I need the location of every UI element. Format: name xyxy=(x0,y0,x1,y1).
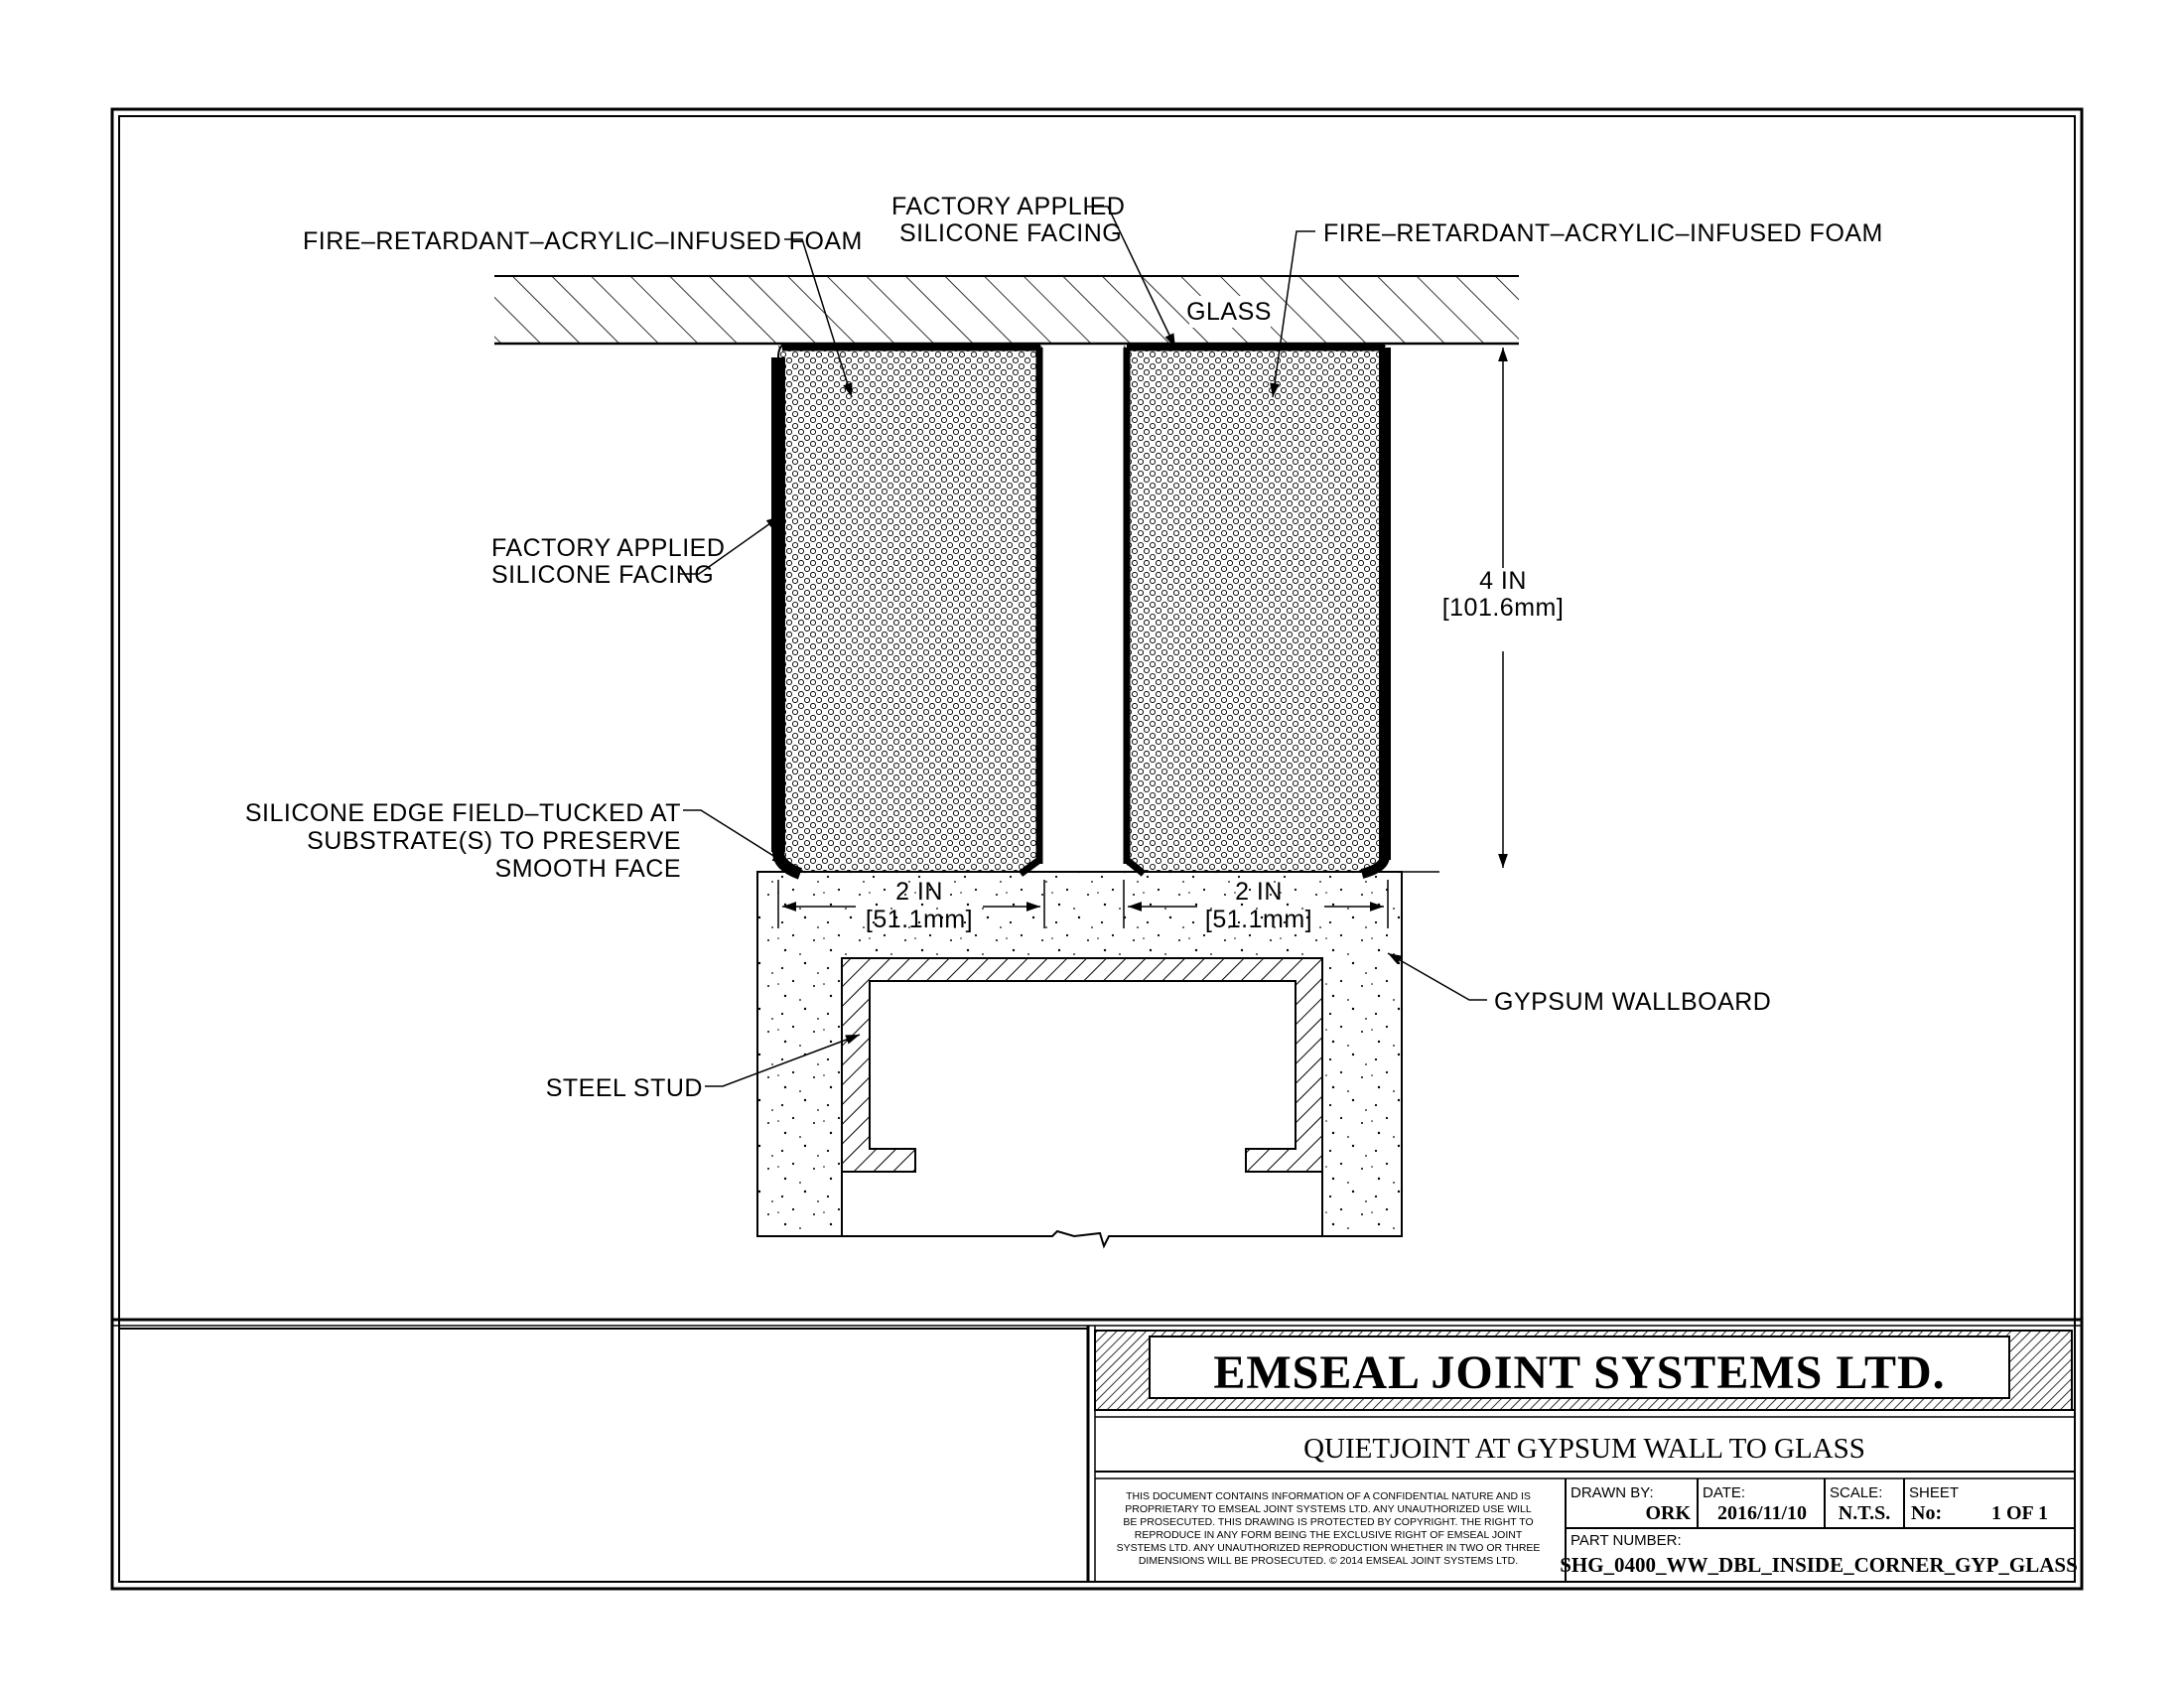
facing-top-line1: FACTORY APPLIED xyxy=(891,193,1125,220)
scale-value: N.T.S. xyxy=(1839,1502,1890,1524)
facing-top-line2: SILICONE FACING xyxy=(899,219,1122,247)
height-dimension: 4 IN [101.6mm] xyxy=(1388,343,1565,873)
outer-border xyxy=(110,107,2084,1591)
date-value: 2016/11/10 xyxy=(1717,1502,1807,1524)
callout-facing-left: FACTORY APPLIED SILICONE FACING xyxy=(491,515,781,589)
right-width-value: 2 IN xyxy=(1235,878,1283,906)
date-label: DATE: xyxy=(1703,1484,1745,1501)
facing-left-line2: SILICONE FACING xyxy=(491,561,714,589)
foam-seal-right xyxy=(1123,344,1391,879)
disclaimer-line4: REPRODUCE IN ANY FORM BEING THE EXCLUSIV… xyxy=(1135,1529,1523,1541)
drawn-by-value: ORK xyxy=(1645,1502,1691,1524)
scale-label: SCALE: xyxy=(1830,1484,1882,1501)
height-dimension-value: 4 IN xyxy=(1479,567,1527,595)
callout-silicone-edge: SILICONE EDGE FIELD–TUCKED AT SUBSTRATE(… xyxy=(245,799,787,883)
drawn-by-label: DRAWN BY: xyxy=(1570,1484,1654,1501)
drawing-title: QUIETJOINT AT GYPSUM WALL TO GLASS xyxy=(1303,1433,1865,1465)
left-width-metric: [51.1mm] xyxy=(866,906,973,933)
company-name: EMSEAL JOINT SYSTEMS LTD. xyxy=(1213,1346,1945,1399)
steel-stud xyxy=(841,957,1323,1173)
disclaimer-line3: BE PROSECUTED. THIS DRAWING IS PROTECTED… xyxy=(1123,1516,1533,1528)
height-dimension-metric: [101.6mm] xyxy=(1442,594,1565,622)
left-width-dimension: 2 IN [51.1mm] xyxy=(777,878,1045,933)
callout-steel-stud: STEEL STUD xyxy=(546,1034,861,1102)
title-block: EMSEAL JOINT SYSTEMS LTD. QUIETJOINT AT … xyxy=(118,1326,2078,1583)
facing-left-line1: FACTORY APPLIED xyxy=(491,534,725,562)
part-number-value: SHG_0400_WW_DBL_INSIDE_CORNER_GYP_GLASS xyxy=(1560,1553,2078,1577)
foam-left-label: FIRE–RETARDANT–ACRYLIC–INFUSED FOAM xyxy=(303,227,863,255)
callout-foam-left: FIRE–RETARDANT–ACRYLIC–INFUSED FOAM xyxy=(303,227,863,398)
part-number-label: PART NUMBER: xyxy=(1570,1532,1682,1549)
disclaimer-line1: THIS DOCUMENT CONTAINS INFORMATION OF A … xyxy=(1126,1490,1531,1502)
foam-right-label: FIRE–RETARDANT–ACRYLIC–INFUSED FOAM xyxy=(1323,219,1883,247)
left-width-value: 2 IN xyxy=(895,878,943,906)
stud-label: STEEL STUD xyxy=(546,1074,703,1102)
edge-line1: SILICONE EDGE FIELD–TUCKED AT xyxy=(245,799,681,827)
callout-gypsum: GYPSUM WALLBOARD xyxy=(1387,952,1771,1016)
edge-line3: SMOOTH FACE xyxy=(495,855,681,883)
disclaimer-line6: DIMENSIONS WILL BE PROSECUTED. © 2014 EM… xyxy=(1139,1555,1518,1567)
right-width-dimension: 2 IN [51.1mm] xyxy=(1123,878,1389,933)
gypsum-label: GYPSUM WALLBOARD xyxy=(1494,988,1771,1016)
foam-seal-left xyxy=(771,343,1043,880)
sheet-value: 1 OF 1 xyxy=(1991,1502,2048,1524)
disclaimer-line5: SYSTEMS LTD. ANY UNAUTHORIZED REPRODUCTI… xyxy=(1117,1542,1541,1554)
callout-facing-top: FACTORY APPLIED SILICONE FACING xyxy=(891,193,1176,349)
disclaimer-line2: PROPRIETARY TO EMSEAL JOINT SYSTEMS LTD.… xyxy=(1125,1503,1532,1515)
sheet-no-label: No: xyxy=(1911,1502,1942,1524)
glass-label: GLASS xyxy=(1186,298,1272,326)
edge-line2: SUBSTRATE(S) TO PRESERVE xyxy=(307,827,681,855)
callout-foam-right: FIRE–RETARDANT–ACRYLIC–INFUSED FOAM xyxy=(1270,219,1883,398)
sheet-label: SHEET xyxy=(1909,1484,1959,1501)
right-width-metric: [51.1mm] xyxy=(1205,906,1312,933)
inner-border xyxy=(118,115,2076,1583)
glass-panel: GLASS xyxy=(494,275,1519,346)
notes-panel xyxy=(118,1328,1089,1583)
